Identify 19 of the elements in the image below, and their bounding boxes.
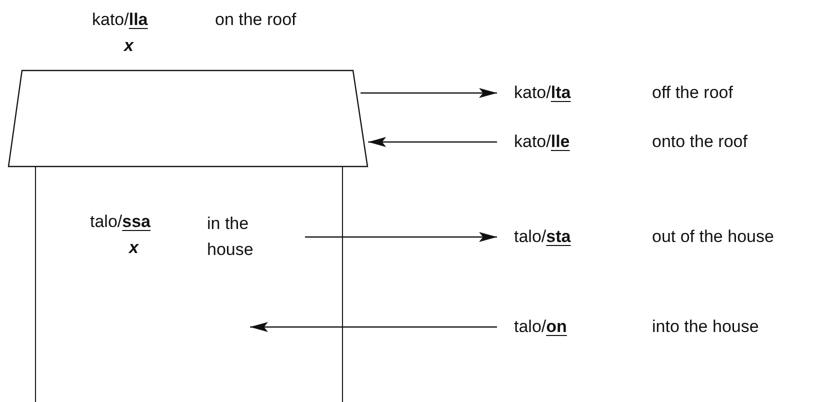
arrow xyxy=(305,232,497,242)
gloss-text: on the roof xyxy=(215,9,296,31)
case-form-text: kato/lta xyxy=(514,82,571,104)
arrow xyxy=(250,322,497,332)
case-form-text: kato/lla xyxy=(92,9,148,31)
arrow xyxy=(360,88,497,98)
variable-label: x xyxy=(124,35,134,57)
gloss-text: in the house xyxy=(207,213,254,261)
gloss-text: out of the house xyxy=(652,226,774,248)
house-walls xyxy=(35,167,343,402)
case-form-text: kato/lle xyxy=(514,131,570,153)
case-form-text: talo/on xyxy=(514,316,567,338)
gloss-text: off the roof xyxy=(652,82,733,104)
gloss-text: onto the roof xyxy=(652,131,748,153)
gloss-text: into the house xyxy=(652,316,759,338)
case-form-text: talo/ssa xyxy=(90,211,151,233)
arrow xyxy=(368,137,497,147)
variable-label: x xyxy=(129,237,138,259)
case-form-text: talo/sta xyxy=(514,226,571,248)
